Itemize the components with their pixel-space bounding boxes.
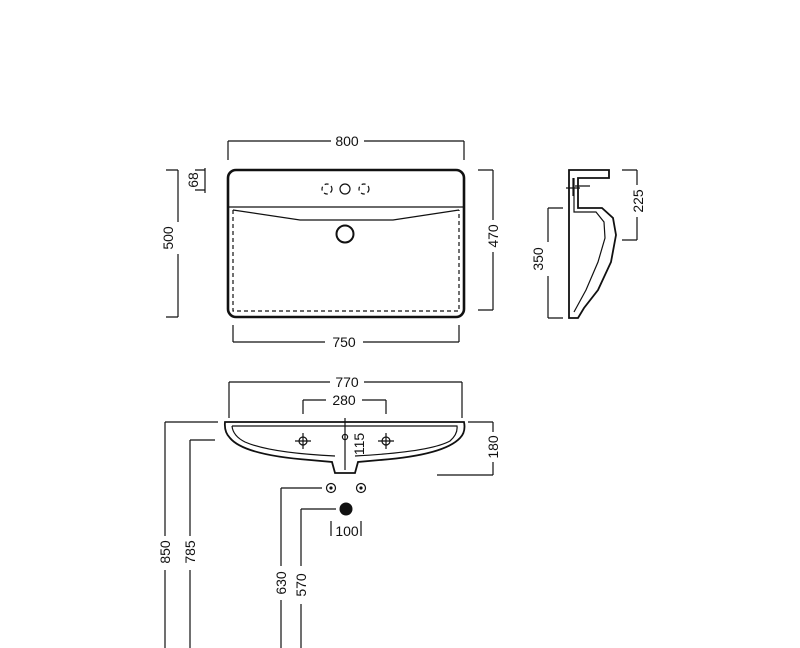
top-view-tap-hole-right bbox=[358, 183, 370, 195]
dim-100-line bbox=[330, 521, 362, 536]
dim-280-label: 280 bbox=[332, 392, 356, 408]
dim-570-line bbox=[300, 508, 336, 648]
dim-800-label: 800 bbox=[335, 133, 359, 149]
dim-225-line bbox=[622, 169, 638, 241]
top-view-bowl-dashed-outline bbox=[232, 210, 460, 312]
front-view: 770 280 115 180 100 850 785 630 bbox=[157, 374, 501, 648]
top-view-tap-hole-left bbox=[321, 183, 333, 195]
supply-point-right bbox=[355, 482, 367, 494]
dim-180-label: 180 bbox=[485, 435, 501, 459]
dim-225-label: 225 bbox=[630, 189, 646, 213]
dim-115-label: 115 bbox=[351, 433, 367, 456]
dim-280-line bbox=[302, 399, 387, 414]
dim-350-line bbox=[547, 207, 563, 319]
dim-500-label: 500 bbox=[160, 226, 176, 250]
front-view-basin-inner bbox=[231, 425, 458, 457]
side-view-profile-outer bbox=[568, 169, 617, 319]
front-view-basin-outline bbox=[223, 421, 466, 474]
dim-850-line bbox=[164, 421, 218, 648]
side-view-profile-inner bbox=[573, 178, 606, 313]
side-view-tap-marker bbox=[566, 178, 590, 196]
dim-68-line bbox=[195, 168, 206, 193]
dim-100-label: 100 bbox=[335, 523, 359, 539]
dim-350-label: 350 bbox=[530, 247, 546, 271]
side-view: 350 225 bbox=[530, 169, 646, 319]
top-view: 800 750 500 68 470 bbox=[160, 133, 501, 350]
dim-850-label: 850 bbox=[157, 540, 173, 564]
dim-630-label: 630 bbox=[273, 571, 289, 595]
dim-630-line bbox=[280, 487, 322, 648]
dim-470-line bbox=[478, 169, 494, 311]
front-view-tap-left bbox=[295, 433, 311, 449]
dim-785-label: 785 bbox=[182, 540, 198, 564]
waste-outlet bbox=[339, 502, 353, 516]
dim-500-line bbox=[166, 169, 179, 318]
dim-770-label: 770 bbox=[335, 374, 359, 390]
supply-point-left bbox=[325, 482, 337, 494]
dim-68-label: 68 bbox=[185, 172, 201, 188]
dim-785-line bbox=[189, 439, 215, 648]
dim-570-label: 570 bbox=[293, 573, 309, 597]
top-view-deck-line bbox=[229, 206, 463, 221]
dim-180-line bbox=[437, 421, 494, 476]
dim-750-line bbox=[232, 325, 460, 343]
dim-770-line bbox=[228, 381, 463, 418]
dim-750-label: 750 bbox=[332, 334, 356, 350]
dim-800-line bbox=[227, 140, 465, 160]
top-view-tap-hole-center bbox=[339, 183, 351, 195]
dim-470-label: 470 bbox=[485, 224, 501, 248]
top-view-drain bbox=[335, 224, 355, 244]
front-view-tap-right bbox=[378, 433, 394, 449]
top-view-basin-outline bbox=[226, 168, 466, 319]
